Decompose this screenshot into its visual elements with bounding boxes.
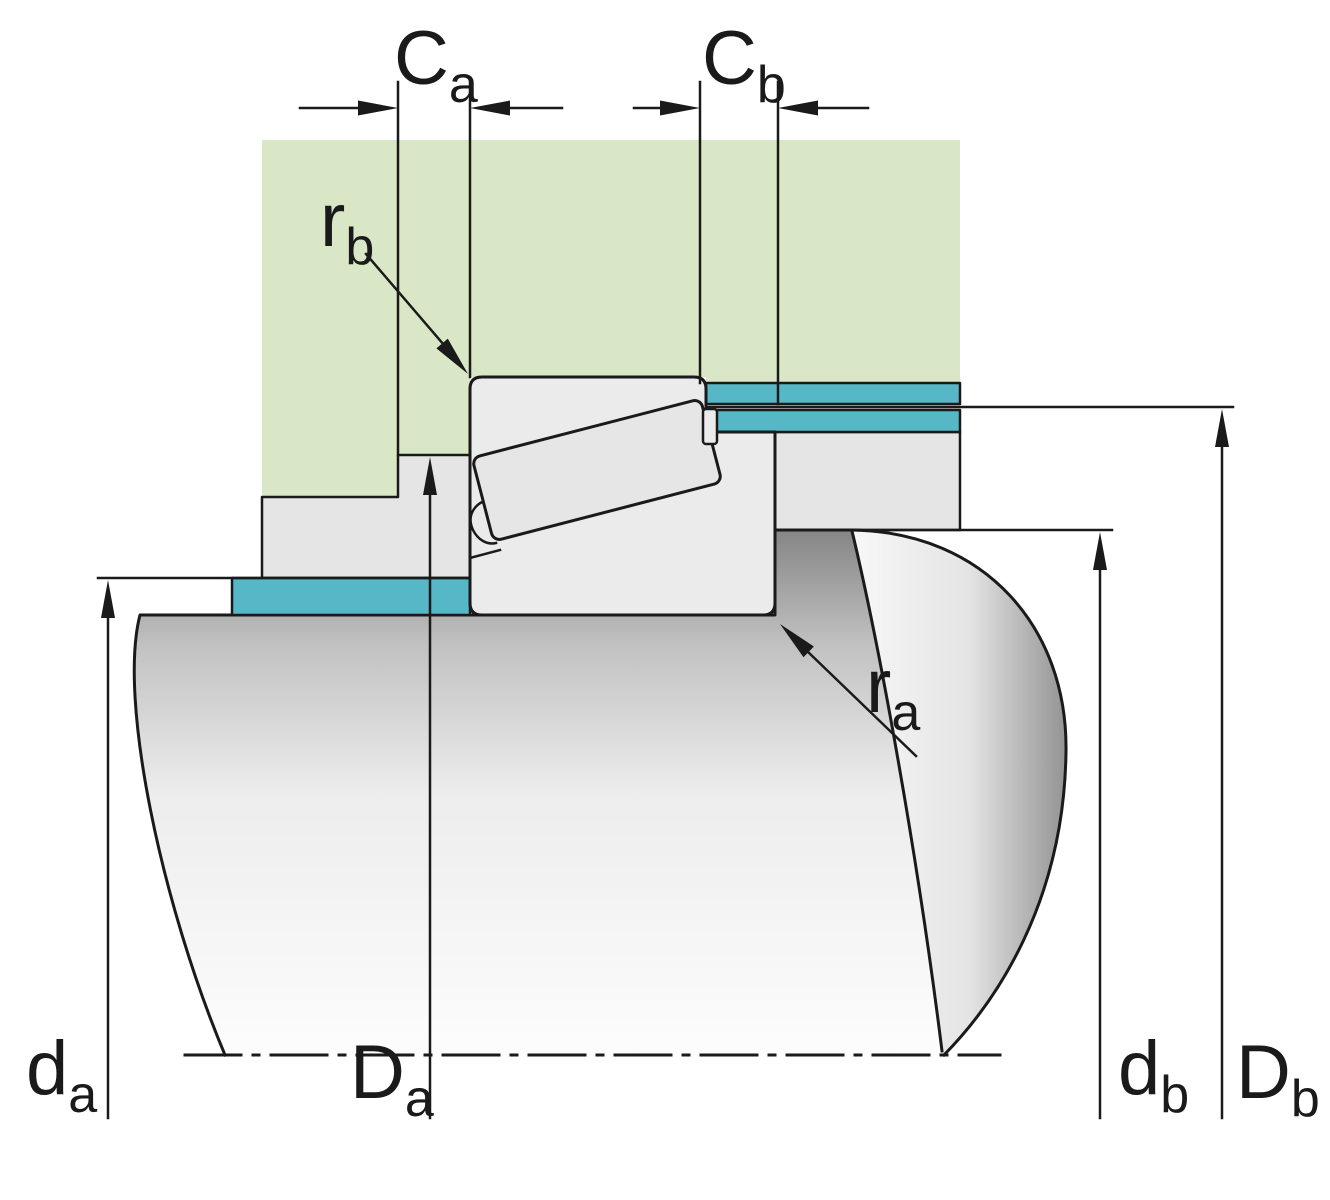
- arrowhead-rb: [436, 338, 468, 374]
- arrowhead-ca-right: [470, 100, 510, 116]
- abutment-strip-right-lower: [704, 408, 962, 434]
- arrowhead-Da: [423, 457, 437, 495]
- shaft-fillet-curve: [850, 529, 944, 1053]
- diagram-root: Ca Cb rb ra da Da db Db: [26, 16, 1320, 1128]
- leader-rb: [364, 252, 446, 347]
- arrowhead-ra: [780, 624, 814, 658]
- dimension-lines: [96, 80, 1235, 1120]
- shaft-outline: [132, 528, 1068, 1058]
- spacer-right: [773, 430, 962, 532]
- housing-block: [262, 140, 960, 497]
- leader-ra: [804, 648, 918, 758]
- abutment-strip-left: [230, 576, 472, 617]
- label-Da: Da: [350, 1030, 434, 1128]
- arrowhead-cb-right: [778, 100, 818, 116]
- label-da: da: [26, 1026, 97, 1124]
- arrowhead-cb-left: [660, 100, 700, 116]
- label-ra: ra: [866, 644, 920, 742]
- cage-hook: [469, 497, 498, 545]
- arrowhead-db: [1093, 532, 1107, 570]
- arrowhead-da: [101, 580, 115, 618]
- cage-bar: [701, 407, 719, 446]
- dimension-labels: Ca Cb rb ra da Da db Db: [26, 16, 1320, 1128]
- label-rb: rb: [320, 178, 374, 276]
- label-Cb: Cb: [702, 16, 786, 114]
- shaft-shoulder-lobe: [852, 531, 1067, 1055]
- abutment-strip-right-upper: [704, 381, 962, 406]
- label-db: db: [1118, 1026, 1189, 1124]
- label-Db: Db: [1236, 1030, 1320, 1128]
- label-Ca: Ca: [394, 16, 478, 114]
- arrowhead-Db: [1215, 409, 1229, 447]
- arrowhead-ca-left: [358, 100, 398, 116]
- inner-raceway-line: [468, 548, 502, 560]
- shaft-body: [134, 530, 1067, 1055]
- arrowheads: [101, 100, 1229, 658]
